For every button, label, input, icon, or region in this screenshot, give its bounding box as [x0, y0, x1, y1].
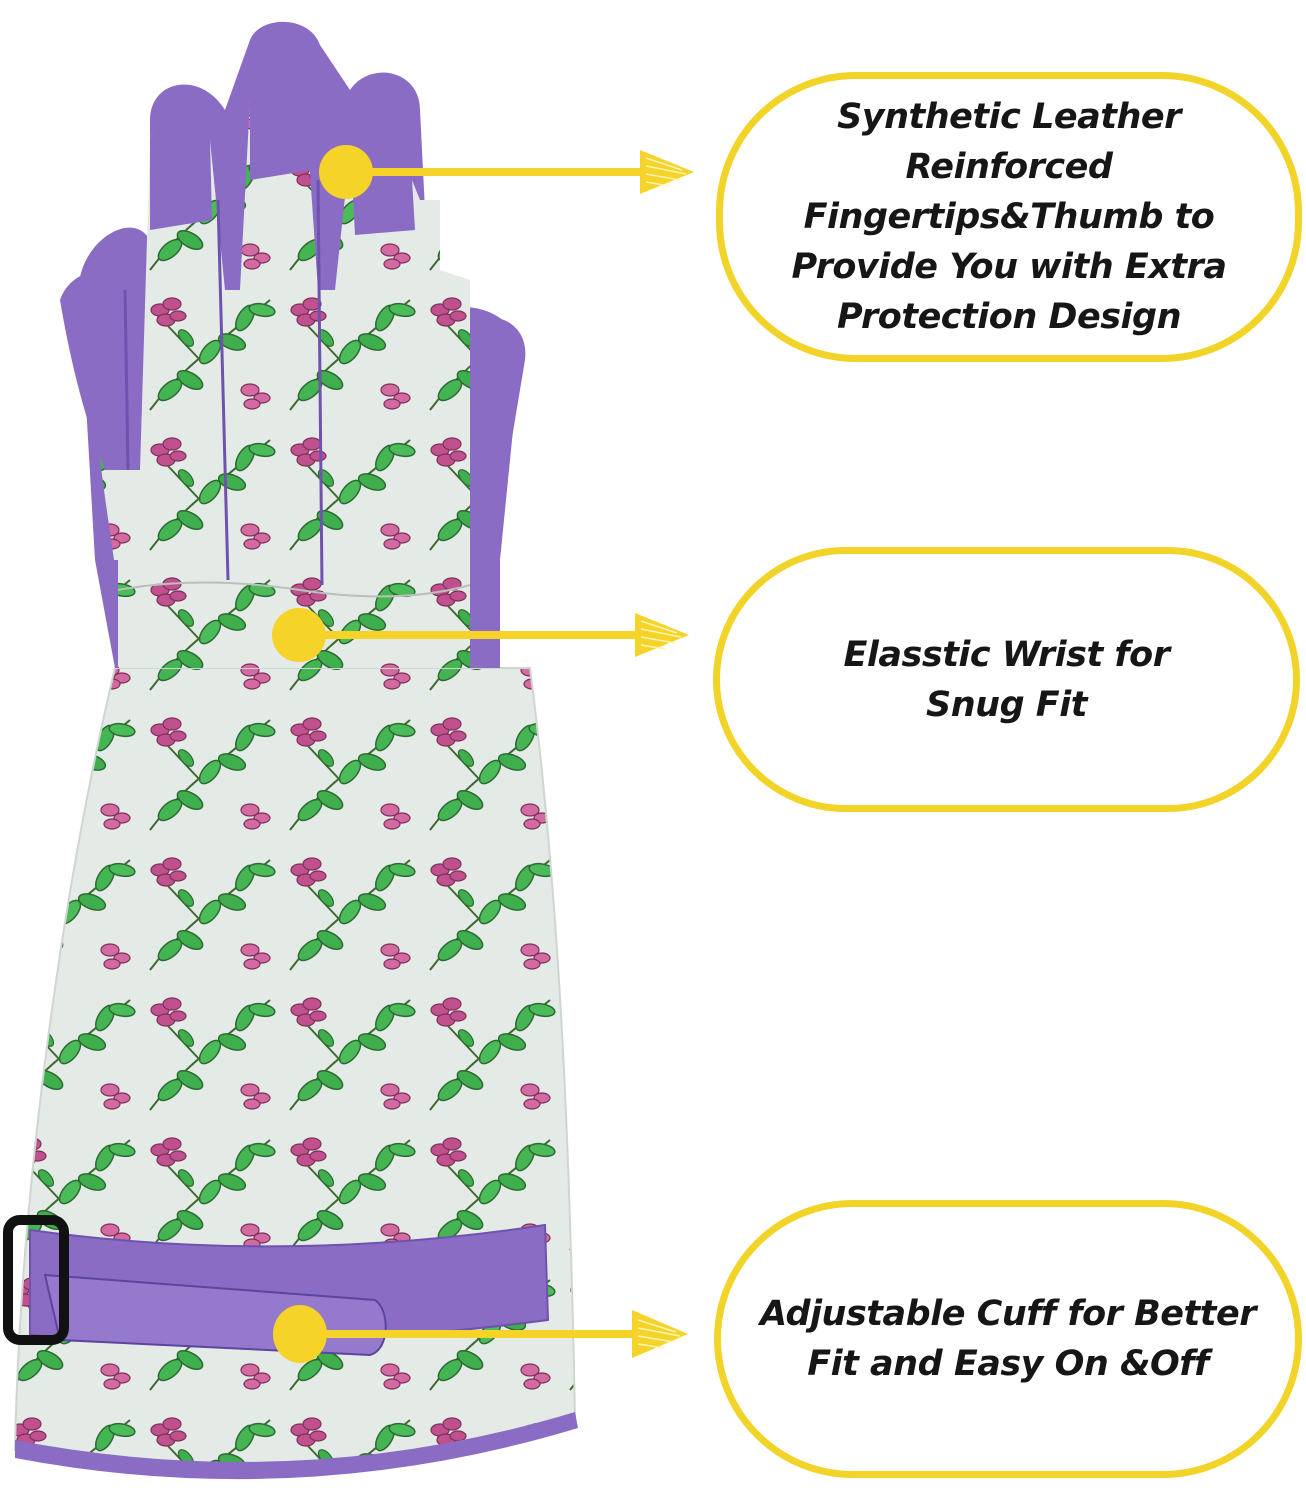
callout-wrist: Elasstic Wrist for Snug Fit [713, 547, 1300, 812]
arrowhead-icon [632, 1310, 688, 1358]
pointer-arrow-cuff [273, 1305, 688, 1363]
marker-dot-icon [272, 608, 326, 662]
callout-fingertips: Synthetic Leather Reinforced Fingertips&… [716, 72, 1302, 362]
marker-dot-icon [273, 1305, 327, 1363]
buckle [3, 1215, 69, 1345]
callout-fingertips-text: Synthetic Leather Reinforced Fingertips&… [791, 97, 1227, 337]
pointer-arrow-wrist [272, 608, 689, 662]
pointer-arrow-fingertips [319, 145, 694, 199]
callout-cuff: Adjustable Cuff for Better Fit and Easy … [714, 1200, 1302, 1478]
callout-wrist-text: Elasstic Wrist for Snug Fit [843, 634, 1170, 725]
callout-cuff-text: Adjustable Cuff for Better Fit and Easy … [760, 1294, 1256, 1384]
arrowhead-icon [640, 150, 694, 194]
glove-illustration [3, 21, 578, 1480]
marker-dot-icon [319, 145, 373, 199]
arrowhead-icon [635, 613, 689, 657]
